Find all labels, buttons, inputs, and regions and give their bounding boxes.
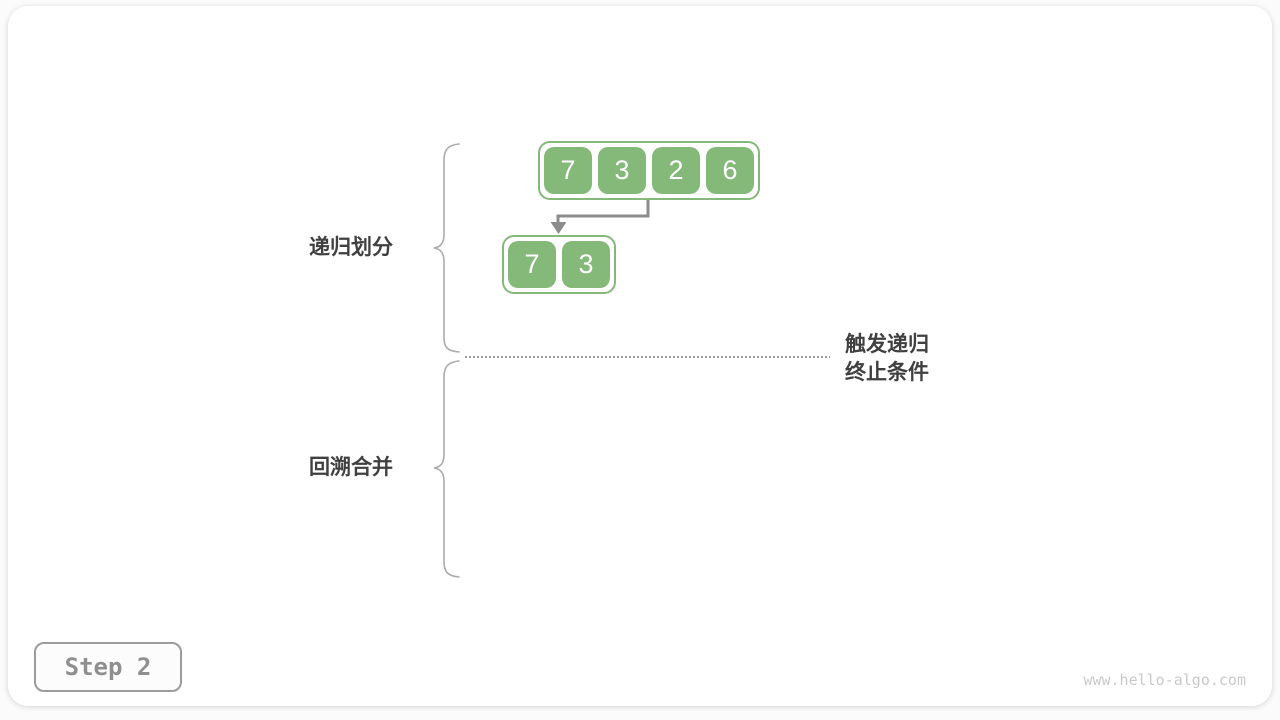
- array-cell: 6: [706, 147, 754, 194]
- array-cell: 7: [544, 147, 592, 194]
- array-cell: 2: [652, 147, 700, 194]
- array-cell: 7: [508, 241, 556, 288]
- backtrack-merge-label: 回溯合并: [309, 456, 393, 479]
- termination-condition-line2: 终止条件: [845, 361, 929, 384]
- watermark-text: www.hello-algo.com: [1083, 671, 1246, 689]
- termination-dotted-line: [465, 356, 830, 358]
- level-2-left-array: 7 3: [502, 235, 616, 294]
- step-badge: Step 2: [34, 642, 182, 692]
- level-1-array: 7 3 2 6: [538, 141, 760, 200]
- recursive-partition-label: 递归划分: [309, 236, 393, 259]
- array-cell: 3: [562, 241, 610, 288]
- termination-condition-label: 触发递归 终止条件: [845, 331, 929, 387]
- array-cell: 3: [598, 147, 646, 194]
- termination-condition-line1: 触发递归: [845, 333, 929, 356]
